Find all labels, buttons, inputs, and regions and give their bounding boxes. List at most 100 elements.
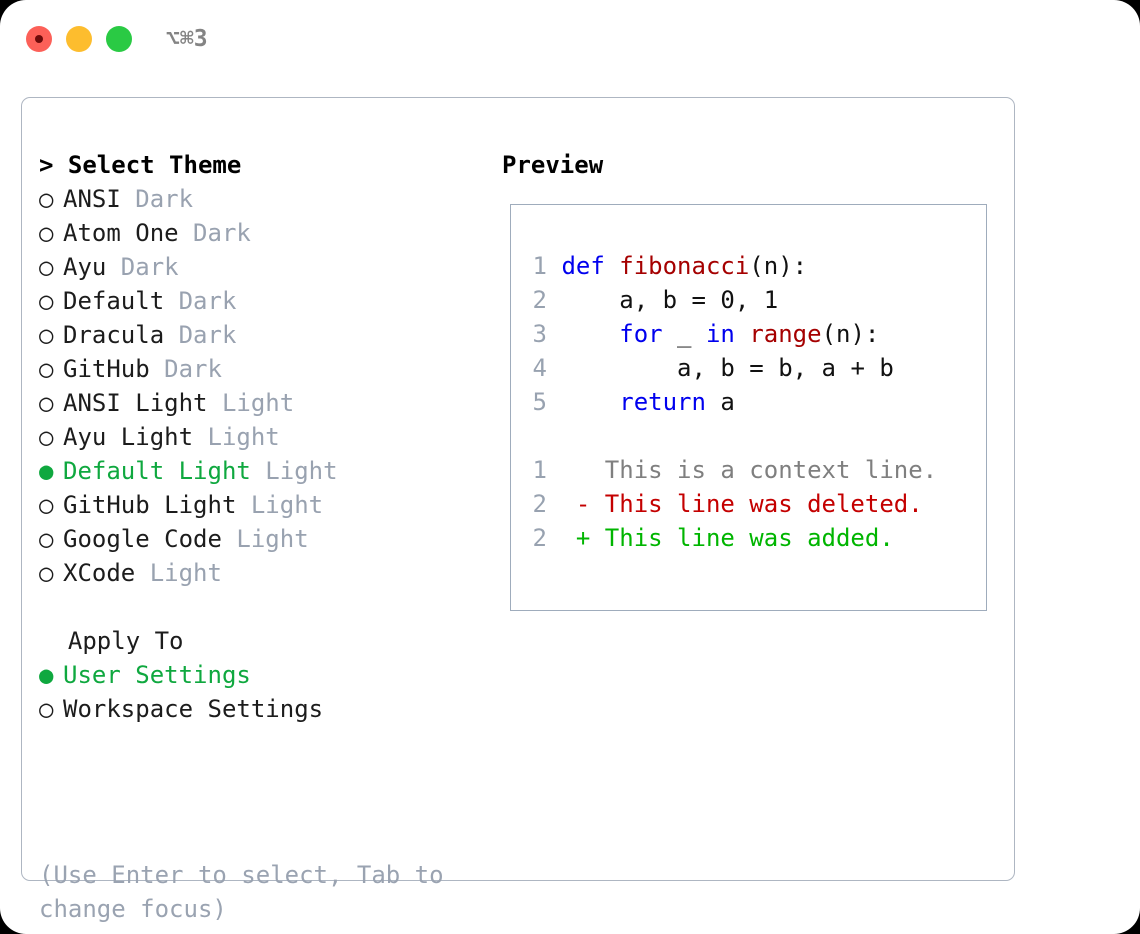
theme-name: GitHub Light [63, 491, 251, 519]
radio-unselected-icon: ○ [39, 287, 54, 315]
theme-variant-badge: Dark [178, 321, 237, 349]
diff-marker [547, 456, 605, 484]
radio-unselected-icon: ○ [39, 185, 54, 213]
radio-unselected-icon: ○ [39, 389, 54, 417]
code-token: _ [662, 320, 706, 348]
diff-line: 2 - This line was deleted. [525, 487, 923, 521]
apply-to-option-workspace-settings[interactable]: ○ Workspace Settings [39, 692, 489, 726]
theme-variant-badge: Light [149, 559, 222, 587]
theme-name: Default [63, 287, 179, 315]
diff-line: 2 + This line was added. [525, 521, 894, 555]
theme-variant-badge: Dark [193, 219, 251, 247]
diff-line: 1 This is a context line. [525, 453, 938, 487]
page-title: > Select Theme [39, 151, 242, 179]
preview-heading: Preview [502, 151, 604, 179]
keyboard-hint-text: (Use Enter to select, Tab to change focu… [39, 861, 459, 923]
keyboard-shortcut-label: ⌥⌘3 [166, 26, 208, 52]
radio-unselected-icon: ○ [39, 695, 54, 723]
section-spacer [39, 590, 489, 624]
theme-option-google-code[interactable]: ○Google Code Light [39, 522, 489, 556]
diff-text: This is a context line. [604, 456, 938, 484]
theme-variant-badge: Light [207, 423, 280, 451]
theme-name: Default Light [63, 457, 266, 485]
code-line: 3 for _ in range(n): [525, 317, 880, 351]
theme-name: Ayu [63, 253, 121, 281]
apply-to-heading: Apply To [39, 627, 184, 655]
theme-variant-badge: Dark [178, 287, 237, 315]
gutter-space [547, 354, 561, 382]
radio-selected-icon: ● [39, 661, 54, 689]
recording-indicator-icon [35, 35, 43, 43]
code-line: 4 a, b = b, a + b [525, 351, 894, 385]
code-token [735, 320, 749, 348]
radio-unselected-icon: ○ [39, 355, 54, 383]
theme-option-default[interactable]: ○ Default Dark [39, 284, 489, 318]
code-token [561, 388, 619, 416]
apply-to-label: Workspace Settings [63, 695, 324, 723]
radio-unselected-icon: ○ [39, 423, 54, 451]
line-number: 2 [532, 286, 547, 314]
line-number: 1 [532, 252, 547, 280]
maximize-button[interactable] [106, 26, 132, 52]
theme-option-xcode[interactable]: ○ XCode Light [39, 556, 489, 590]
theme-name: GitHub [63, 355, 165, 383]
code-token: fibonacci [619, 252, 750, 280]
code-token [561, 320, 619, 348]
theme-list-column: > Select Theme ○ANSI Dark○Atom One Dark○… [39, 148, 489, 726]
code-token: return [619, 388, 706, 416]
radio-unselected-icon: ○ [39, 525, 54, 553]
code-line: 1 def fibonacci(n): [525, 249, 808, 283]
theme-option-ayu-light[interactable]: ○ Ayu Light Light [39, 420, 489, 454]
theme-variant-badge: Light [265, 457, 338, 485]
theme-name: Ayu Light [63, 423, 208, 451]
theme-option-default-light[interactable]: ● Default Light Light [39, 454, 489, 488]
radio-unselected-icon: ○ [39, 321, 54, 349]
theme-name: ANSI [63, 185, 136, 213]
minimize-button[interactable] [66, 26, 92, 52]
line-number: 1 [532, 456, 547, 484]
theme-variant-badge: Light [250, 491, 324, 519]
theme-list: ○ ANSI Dark ○ Atom One Dark ○ Ayu Dark ○ Defaul… [39, 182, 489, 590]
code-token: in [705, 320, 735, 348]
theme-option-dracula[interactable]: ○ Dracula Dark [39, 318, 489, 352]
code-token: a, b = b, a + b [561, 354, 894, 382]
code-token: for [619, 320, 663, 348]
theme-option-github-light[interactable]: ○GitHub Light Light [39, 488, 489, 522]
gutter-space [547, 252, 561, 280]
radio-unselected-icon: ○ [39, 559, 54, 587]
theme-option-ayu[interactable]: ○Ayu Dark [39, 250, 489, 284]
apply-to-option-user-settings[interactable]: ● User Settings [39, 658, 489, 692]
theme-selector-panel: > Select Theme ○ANSI Dark○Atom One Dark○… [21, 97, 1015, 923]
line-number: 3 [532, 320, 547, 348]
code-token: a [705, 388, 735, 416]
apply-to-section: Apply To ● User Settings ○ Workspace Setting… [39, 590, 489, 726]
radio-unselected-icon: ○ [39, 219, 54, 247]
theme-option-github[interactable]: ○GitHub Dark [39, 352, 489, 386]
code-token: range [749, 320, 822, 348]
theme-option-atom-one[interactable]: ○ Atom One Dark [39, 216, 489, 250]
line-number: 2 [532, 524, 547, 552]
code-token: def [561, 252, 620, 280]
theme-name: Google Code [63, 525, 237, 553]
code-line: 5 return a [525, 385, 735, 419]
diff-text: This line was deleted. [604, 490, 923, 518]
diff-marker: + [547, 524, 605, 552]
theme-name: Atom One [63, 219, 194, 247]
apply-to-label: User Settings [63, 661, 251, 689]
gutter-space [547, 320, 561, 348]
radio-selected-icon: ● [39, 457, 54, 485]
code-line: 2 a, b = 0, 1 [525, 283, 779, 317]
window-titlebar: ⌥⌘3 [0, 0, 1140, 78]
theme-name: ANSI Light [63, 389, 222, 417]
theme-name: Dracula [63, 321, 179, 349]
radio-unselected-icon: ○ [39, 253, 54, 281]
gutter-space [547, 388, 561, 416]
theme-option-ansi-light[interactable]: ○ANSI Light Light [39, 386, 489, 420]
line-number: 5 [532, 388, 547, 416]
diff-marker: - [547, 490, 605, 518]
diff-text: This line was added. [604, 524, 894, 552]
theme-option-ansi[interactable]: ○ANSI Dark [39, 182, 489, 216]
theme-name: XCode [63, 559, 150, 587]
